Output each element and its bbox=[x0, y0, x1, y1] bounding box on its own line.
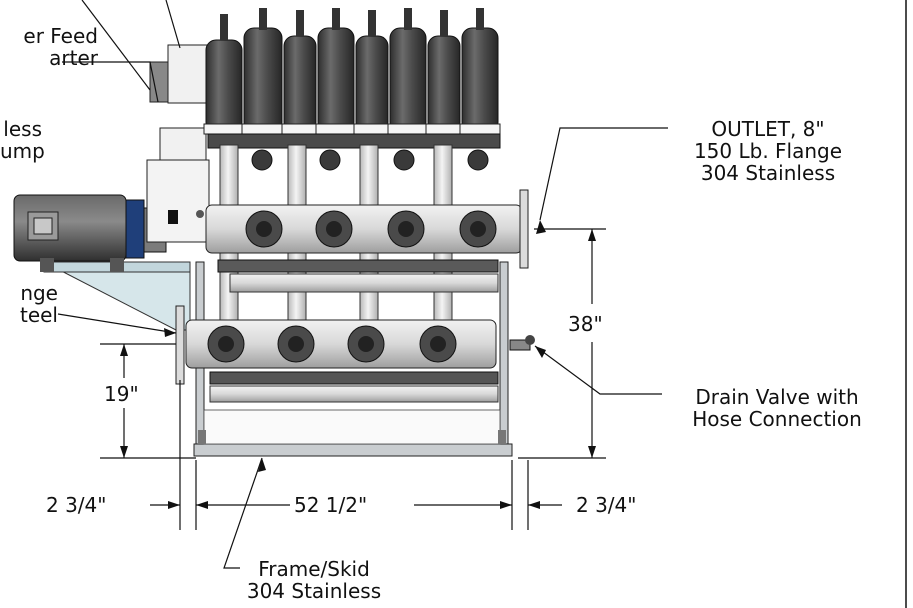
label-drain-valve: Drain Valve with Hose Connection bbox=[662, 386, 892, 430]
leader-lines bbox=[57, 0, 668, 569]
upper-valves bbox=[245, 210, 497, 248]
dimension-outlet-height: 38" bbox=[566, 312, 605, 336]
pump-motor bbox=[13, 194, 167, 272]
control-panels bbox=[146, 44, 215, 243]
label-frame-skid-line-2: 304 Stainless bbox=[246, 579, 382, 603]
inlet-header bbox=[175, 305, 497, 385]
filter-housings bbox=[203, 8, 501, 135]
label-outlet-line-1: OUTLET, 8" bbox=[711, 117, 825, 141]
flush-manifold bbox=[209, 259, 499, 403]
dimension-left-offset: 2 3/4" bbox=[44, 493, 109, 517]
lower-valves bbox=[207, 325, 457, 363]
label-feed-pump-starter: er Feed arter bbox=[0, 25, 98, 69]
dimension-inlet-height: 19" bbox=[102, 382, 141, 406]
label-drain-valve-line-2: Hose Connection bbox=[692, 407, 862, 431]
label-outlet-line-2: 150 Lb. Flange bbox=[693, 139, 843, 163]
label-pump-line-1: less bbox=[3, 117, 42, 141]
label-pump: less ump bbox=[0, 117, 45, 163]
label-inlet-line-1: nge bbox=[20, 281, 58, 305]
housing-clamps bbox=[207, 133, 501, 171]
dimension-right-offset: 2 3/4" bbox=[574, 493, 639, 517]
drain-valve bbox=[509, 335, 535, 351]
label-feed-pump-starter-line-1: er Feed bbox=[23, 24, 98, 48]
label-pump-line-2: ump bbox=[0, 139, 45, 163]
label-frame-skid: Frame/Skid 304 Stainless bbox=[234, 558, 394, 602]
label-frame-skid-line-1: Frame/Skid bbox=[258, 557, 370, 581]
label-outlet-line-3: 304 Stainless bbox=[700, 161, 836, 185]
label-outlet: OUTLET, 8" 150 Lb. Flange 304 Stainless bbox=[662, 118, 874, 184]
middle-manifold bbox=[229, 273, 499, 293]
label-drain-valve-line-1: Drain Valve with bbox=[695, 385, 859, 409]
outlet-header bbox=[205, 189, 529, 269]
dimension-arrows bbox=[120, 220, 596, 509]
label-inlet-line-2: teel bbox=[19, 303, 58, 327]
dimension-overall-width: 52 1/2" bbox=[292, 493, 370, 517]
label-feed-pump-starter-line-2: arter bbox=[49, 46, 98, 70]
label-inlet: nge teel bbox=[0, 282, 58, 326]
